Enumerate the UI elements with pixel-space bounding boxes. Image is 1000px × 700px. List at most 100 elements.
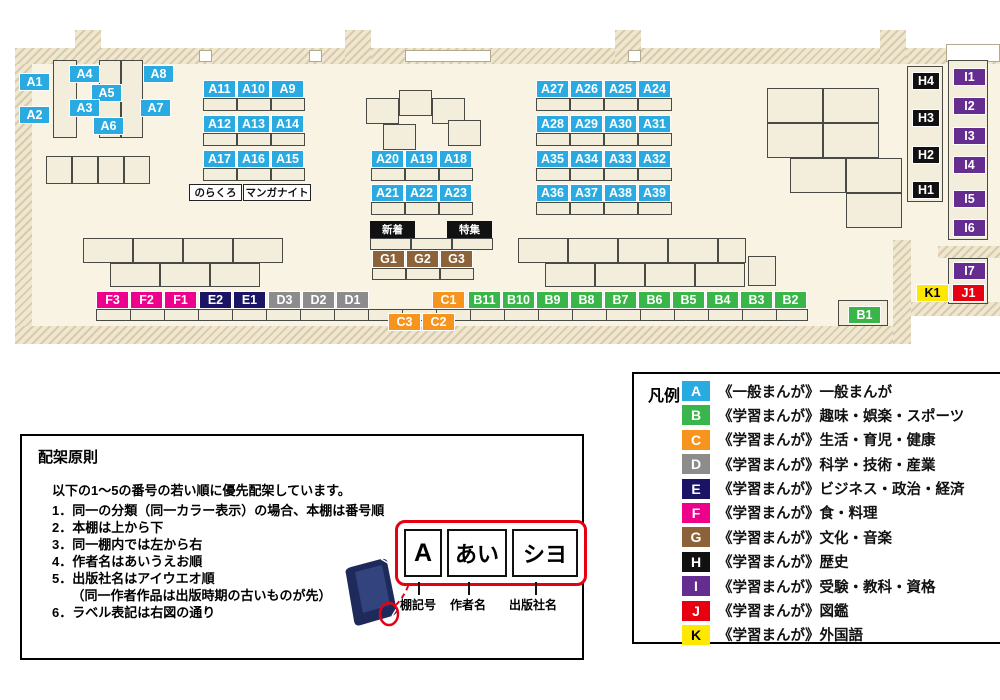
bookshelf: [439, 168, 473, 181]
legend-swatch-H: H: [682, 551, 710, 572]
shelf-label-C3: C3: [388, 313, 421, 331]
bookshelf: [638, 168, 672, 181]
legend-row-G: G《学習まんが》文化・音楽: [682, 527, 965, 548]
bookshelf: [718, 238, 746, 263]
bookshelf: [237, 168, 271, 181]
legend-label: 《学習まんが》趣味・娯楽・スポーツ: [718, 408, 965, 425]
legend-row-A: A《一般まんが》一般まんが: [682, 381, 965, 401]
bookshelf: [570, 168, 604, 181]
caption-connector: [418, 582, 420, 595]
bookshelf: [406, 268, 440, 280]
wall-hatch: [911, 302, 1000, 316]
bookshelf: [570, 202, 604, 215]
shelving-principles-panel: 配架原則 以下の1～5の番号の若い順に優先配架しています。 1．同一の分類（同一…: [20, 434, 587, 660]
caption-connector: [468, 582, 470, 595]
shelf-label-B5: B5: [672, 291, 705, 309]
bookshelf: [98, 156, 124, 184]
shelf-label-A26: A26: [570, 80, 603, 98]
wall-hatch: [75, 30, 101, 64]
bookshelf: [371, 168, 405, 181]
shelf-label-A14: A14: [271, 115, 304, 133]
shelf-label-A24: A24: [638, 80, 671, 98]
shelf-label-G1: G1: [372, 250, 405, 268]
bookshelf: [183, 238, 233, 263]
shelf-label-A1: A1: [19, 73, 50, 91]
shelf-label-A4: A4: [69, 65, 100, 83]
bookshelf: [846, 193, 902, 228]
bookshelf: [124, 156, 150, 184]
bookshelf: [210, 263, 260, 287]
wall-hatch: [345, 30, 371, 64]
area-label-のらくろ: のらくろ: [189, 184, 242, 201]
bookshelf: [72, 156, 98, 184]
shelf-label-D3: D3: [268, 291, 301, 309]
shelf-label-G3: G3: [440, 250, 473, 268]
bookshelf: [237, 98, 271, 111]
bookshelf: [536, 98, 570, 111]
shelf-label-H3: H3: [912, 109, 940, 127]
area-label-特集: 特集: [447, 221, 492, 238]
legend-row-D: D《学習まんが》科学・技術・産業: [682, 454, 965, 475]
shelf-label-A16: A16: [237, 150, 270, 168]
shelf-label-I2: I2: [953, 97, 986, 115]
legend-row-E: E《学習まんが》ビジネス・政治・経済: [682, 478, 965, 499]
shelf-label-F3: F3: [96, 291, 129, 309]
bookshelf: [536, 168, 570, 181]
shelf-label-I7: I7: [953, 262, 986, 280]
shelf-label-A5: A5: [91, 84, 122, 102]
shelf-label-I5: I5: [953, 190, 986, 208]
bookshelf: [568, 238, 618, 263]
wall-hatch: [15, 48, 1000, 64]
shelf-label-A34: A34: [570, 150, 603, 168]
legend-row-F: F《学習まんが》食・料理: [682, 502, 965, 523]
shelf-label-A13: A13: [237, 115, 270, 133]
shelf-label-B8: B8: [570, 291, 603, 309]
shelf-label-A21: A21: [371, 184, 404, 202]
principles-rule: 2．本棚は上から下: [52, 520, 164, 535]
legend-row-C: C《学習まんが》生活・育児・健康: [682, 429, 965, 450]
principles-rule: 4．作者名はあいうえお順: [52, 554, 203, 569]
shelf-label-A20: A20: [371, 150, 404, 168]
shelf-label-I4: I4: [953, 156, 986, 174]
shelf-label-A6: A6: [93, 117, 124, 135]
wall-hatch: [893, 240, 911, 344]
shelf-label-H1: H1: [912, 181, 940, 199]
bookshelf: [405, 168, 439, 181]
bookshelf: [823, 123, 879, 158]
bookshelf: [237, 133, 271, 146]
bookshelf: [618, 238, 668, 263]
bookshelf: [948, 60, 988, 240]
shelf-label-B2: B2: [774, 291, 807, 309]
legend-label: 《学習まんが》ビジネス・政治・経済: [718, 482, 965, 499]
shelf-label-A39: A39: [638, 184, 671, 202]
shelf-label-A37: A37: [570, 184, 603, 202]
author-cell: あい: [447, 529, 507, 577]
shelf-label-A12: A12: [203, 115, 236, 133]
bookshelf: [668, 238, 718, 263]
shelf-label-B6: B6: [638, 291, 671, 309]
shelf-label-G2: G2: [406, 250, 439, 268]
legend-swatch-A: A: [682, 381, 710, 401]
bookshelf: [411, 238, 452, 250]
shelf-label-F1: F1: [164, 291, 197, 309]
bookshelf: [536, 202, 570, 215]
shelf-label-A19: A19: [405, 150, 438, 168]
bookshelf: [645, 263, 695, 287]
legend-swatch-G: G: [682, 527, 710, 548]
shelf-label-E1: E1: [233, 291, 266, 309]
shelf-label-A29: A29: [570, 115, 603, 133]
legend-title: 凡例: [648, 388, 681, 405]
bookshelf: [203, 133, 237, 146]
bookshelf: [536, 133, 570, 146]
legend-swatch-J: J: [682, 600, 710, 621]
caption-author: 作者名: [450, 598, 487, 612]
shelf-label-A22: A22: [405, 184, 438, 202]
shelf-label-A2: A2: [19, 106, 50, 124]
bookshelf: [790, 158, 846, 193]
shelf-label-A18: A18: [439, 150, 472, 168]
legend-label: 《学習まんが》受験・教科・資格: [718, 579, 936, 596]
legend-row-I: I《学習まんが》受験・教科・資格: [682, 576, 965, 597]
shelf-label-A17: A17: [203, 150, 236, 168]
